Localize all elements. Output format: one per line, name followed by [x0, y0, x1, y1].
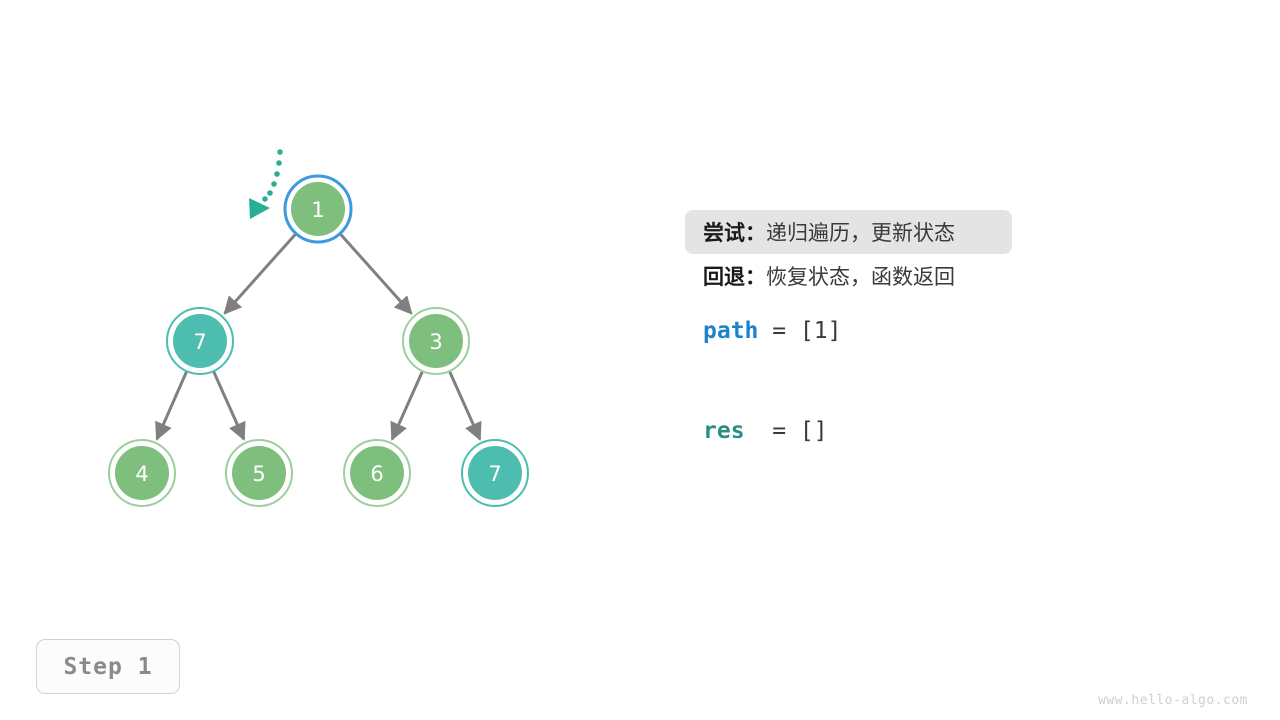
node-ring: [108, 439, 176, 507]
tree-node-1: 1: [283, 174, 353, 244]
path-variable: path: [703, 318, 759, 344]
path-code-row: path = [1]: [685, 318, 1245, 344]
binary-tree-diagram: 1 7 3 4 5 6 7: [108, 149, 529, 507]
node-value: 4: [135, 462, 148, 486]
undo-row: 回退： 恢复状态，函数返回: [685, 254, 1012, 298]
res-code-row: res = []: [685, 418, 1245, 444]
node-circle: [232, 446, 286, 500]
pointer-dot: [276, 160, 282, 166]
node-value: 7: [193, 330, 206, 354]
node-ring: [402, 307, 470, 375]
try-text: 递归遍历，更新状态: [766, 222, 955, 245]
node-value: 1: [311, 198, 324, 222]
tree-edge: [448, 370, 482, 441]
tree-edge: [390, 370, 424, 441]
try-label: 尝试：: [703, 222, 766, 245]
code-spacer-middle: [685, 344, 1245, 418]
tree-nodes: 1 7 3 4 5 6 7: [108, 174, 529, 507]
node-ring: [461, 439, 529, 507]
node-value: 7: [488, 462, 501, 486]
step-badge-label: Step 1: [63, 653, 153, 680]
node-ring: [283, 174, 353, 244]
tree-node-5: 5: [225, 439, 293, 507]
node-value: 5: [252, 462, 265, 486]
pointer-dot: [262, 196, 268, 202]
pointer-arrowhead-icon: [249, 198, 270, 219]
tree-node-4: 4: [108, 439, 176, 507]
watermark: www.hello-algo.com: [1098, 693, 1248, 708]
undo-text: 恢复状态，函数返回: [766, 266, 955, 289]
state-panel: 尝试： 递归遍历，更新状态 回退： 恢复状态，函数返回 path = [1] r…: [685, 210, 1245, 444]
res-value: = []: [744, 418, 828, 444]
try-row: 尝试： 递归遍历，更新状态: [685, 210, 1012, 254]
undo-label: 回退：: [703, 266, 766, 289]
node-ring: [166, 307, 234, 375]
tree-node-3: 3: [402, 307, 470, 375]
node-circle: [291, 182, 345, 236]
node-ring: [225, 439, 293, 507]
recursion-entry-pointer: [249, 149, 283, 219]
pointer-dot: [271, 181, 277, 187]
path-value: = [1]: [758, 318, 842, 344]
tree-edge: [155, 370, 189, 441]
pointer-dot: [267, 190, 273, 196]
tree-edge: [212, 370, 246, 441]
tree-node-6: 6: [343, 439, 411, 507]
node-value: 3: [429, 330, 442, 354]
pointer-dot: [277, 149, 283, 155]
node-value: 6: [370, 462, 383, 486]
node-circle: [115, 446, 169, 500]
code-spacer-top: [685, 298, 1245, 318]
step-badge: Step 1: [36, 639, 180, 694]
node-circle: [409, 314, 463, 368]
tree-edge: [223, 232, 298, 315]
node-ring: [343, 439, 411, 507]
res-variable: res: [703, 418, 745, 444]
tree-node-7: 7: [166, 307, 234, 375]
node-circle: [350, 446, 404, 500]
tree-edge: [338, 232, 413, 315]
node-circle: [468, 446, 522, 500]
tree-edges: [155, 232, 482, 441]
pointer-dot: [274, 171, 280, 177]
tree-node-7: 7: [461, 439, 529, 507]
node-circle: [173, 314, 227, 368]
